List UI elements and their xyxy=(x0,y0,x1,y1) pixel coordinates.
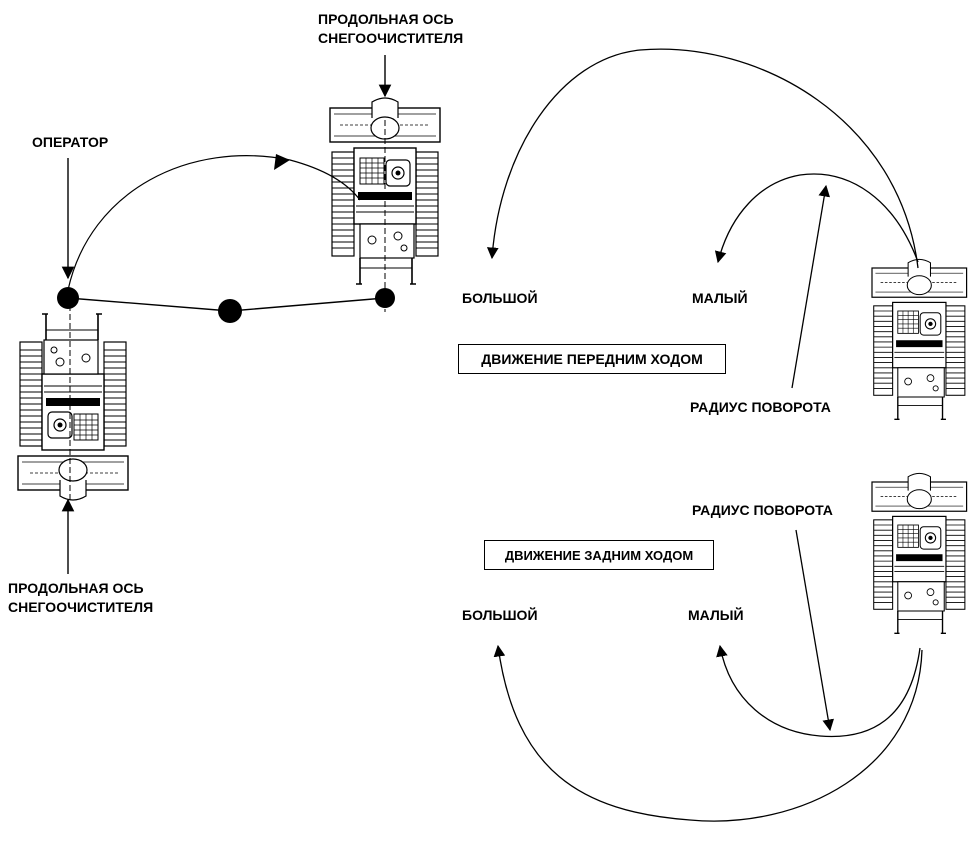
pivot-dot-right xyxy=(375,288,395,308)
reverse-small-arc xyxy=(716,644,921,738)
axis-bottom-label-line1: ПРОДОЛЬНАЯ ОСЬ xyxy=(8,580,144,596)
operator-dot xyxy=(57,287,79,309)
operator-label: ОПЕРАТОР xyxy=(32,134,109,150)
forward-small-arc xyxy=(714,173,919,264)
axis-top-label-line2: СНЕГООЧИСТИТЕЛЯ xyxy=(318,30,464,46)
forward-radius-label: РАДИУС ПОВОРОТА xyxy=(690,399,831,415)
snowblower-forward-figure xyxy=(871,258,968,421)
forward-large-arc xyxy=(486,48,919,269)
forward-small-label: МАЛЫЙ xyxy=(692,290,748,306)
forward-large-label: БОЛЬШОЙ xyxy=(462,290,538,306)
turn-arc-left xyxy=(67,155,361,291)
reverse-small-label: МАЛЫЙ xyxy=(688,607,744,623)
reverse-radius-arrow xyxy=(795,529,835,732)
axis-bottom-label-line2: СНЕГООЧИСТИТЕЛЯ xyxy=(8,599,154,615)
snowblower-reverse-figure xyxy=(871,472,968,635)
forward-radius-arrow xyxy=(791,184,831,389)
snowblower-left-figure xyxy=(17,313,129,501)
turn-arc-arrowhead xyxy=(274,154,290,170)
pivot-dot-middle xyxy=(218,299,242,323)
axis-top-label-line1: ПРОДОЛЬНАЯ ОСЬ xyxy=(318,11,454,27)
reverse-caption-box: ДВИЖЕНИЕ ЗАДНИМ ХОДОМ xyxy=(484,540,714,570)
reverse-large-arc xyxy=(493,644,923,822)
reverse-radius-label: РАДИУС ПОВОРОТА xyxy=(692,502,833,518)
forward-caption-box: ДВИЖЕНИЕ ПЕРЕДНИМ ХОДОМ xyxy=(458,344,726,374)
reverse-large-label: БОЛЬШОЙ xyxy=(462,607,538,623)
